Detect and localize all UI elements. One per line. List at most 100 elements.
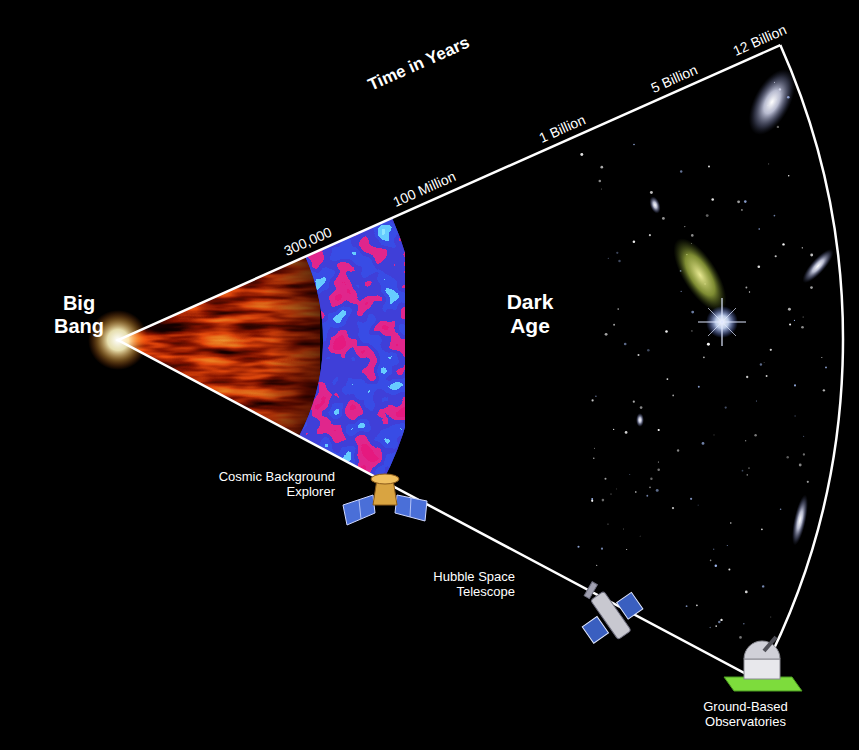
- star-dot: [596, 565, 597, 566]
- star-dot: [625, 431, 628, 434]
- star-dot: [810, 286, 813, 289]
- star-dot: [720, 619, 722, 621]
- observatory-dome: [744, 641, 780, 659]
- star-dot: [710, 560, 712, 562]
- star-spike: [708, 308, 736, 336]
- star-dot: [715, 565, 717, 567]
- star-dot: [616, 252, 618, 254]
- star-dot: [677, 449, 679, 451]
- star-dot: [802, 247, 803, 248]
- cobe-satellite: [343, 474, 427, 525]
- star-dot: [601, 188, 602, 189]
- spiral-galaxy: [739, 62, 805, 142]
- star-dot: [610, 493, 611, 494]
- star-dot: [749, 291, 750, 292]
- solar-panel: [395, 495, 427, 521]
- star-dot: [633, 401, 635, 403]
- star-dot: [599, 180, 602, 183]
- telescope-tube: [764, 637, 776, 651]
- star-dot: [591, 500, 593, 502]
- star-dot: [711, 198, 714, 201]
- star-dot: [754, 434, 756, 436]
- star-dot: [592, 399, 594, 401]
- star-dot: [821, 357, 822, 358]
- star-dot: [629, 474, 630, 475]
- galaxy: [636, 413, 644, 427]
- star-dot: [698, 386, 700, 388]
- star-dot: [646, 495, 648, 497]
- star-dot: [686, 605, 688, 607]
- star-dot: [577, 546, 579, 548]
- observatory: [724, 637, 802, 691]
- star-dot: [706, 214, 709, 217]
- star-dot: [757, 265, 760, 268]
- star-dot: [617, 308, 619, 310]
- star-dot: [680, 170, 682, 172]
- star-dot: [725, 406, 727, 408]
- star-dot: [613, 429, 614, 430]
- star-dot: [613, 324, 615, 326]
- star-dot: [640, 406, 643, 409]
- star-dot: [794, 320, 795, 321]
- instrument-label: Cosmic Background Explorer: [180, 470, 335, 500]
- star-dot: [707, 343, 710, 346]
- hubble-telescope: [564, 567, 649, 652]
- star-dot: [766, 375, 768, 377]
- star-dot: [601, 548, 603, 550]
- star-dot: [647, 349, 650, 352]
- star-dot: [608, 258, 609, 259]
- star-dot: [747, 474, 749, 476]
- star-dot: [803, 436, 804, 437]
- star-dot: [600, 166, 603, 169]
- star-dot: [745, 287, 747, 289]
- star-dot: [604, 478, 606, 480]
- star-dot: [739, 636, 742, 639]
- star-dot: [624, 343, 627, 346]
- star-dot: [727, 545, 728, 546]
- star-dot: [799, 464, 802, 467]
- star-dot: [777, 126, 779, 128]
- star-dot: [788, 175, 789, 176]
- star-dot: [580, 153, 583, 156]
- star-dot: [665, 330, 668, 333]
- star-dot: [635, 491, 637, 493]
- star-dot: [762, 585, 764, 587]
- star-dot: [782, 243, 784, 245]
- galaxy: [647, 195, 663, 215]
- star-dot: [768, 163, 769, 164]
- star-dot: [788, 308, 791, 311]
- star-dot: [656, 489, 659, 492]
- star-dot: [774, 215, 776, 217]
- star-dot: [658, 461, 659, 462]
- star-dot: [666, 378, 668, 380]
- star-dot: [708, 165, 710, 167]
- star-dot: [748, 467, 749, 468]
- star-dot: [649, 234, 651, 236]
- star-dot: [591, 498, 593, 500]
- star-dot: [760, 363, 762, 365]
- star-dot: [618, 260, 621, 263]
- star-dot: [605, 333, 608, 336]
- instrument-label: Hubble Space Telescope: [410, 570, 515, 600]
- star-dot: [718, 621, 721, 624]
- timeline-wedge: [118, 45, 843, 680]
- star-dot: [633, 144, 634, 145]
- observatory-building: [744, 659, 780, 679]
- star-dot: [744, 200, 747, 203]
- star-dot: [737, 200, 740, 203]
- star-dot: [637, 354, 639, 356]
- star-dot: [825, 366, 827, 368]
- star-dot: [715, 625, 717, 627]
- star-dot: [758, 228, 759, 229]
- star-dot: [684, 226, 685, 227]
- star-dot: [730, 522, 731, 523]
- star-dot: [746, 376, 748, 378]
- star-dot: [713, 434, 715, 436]
- era-label: Dark Age: [488, 290, 572, 338]
- star-dot: [623, 528, 625, 530]
- star-dot: [633, 241, 636, 244]
- star-dot: [658, 429, 660, 431]
- star-dot: [761, 528, 763, 530]
- star-dot: [802, 316, 804, 318]
